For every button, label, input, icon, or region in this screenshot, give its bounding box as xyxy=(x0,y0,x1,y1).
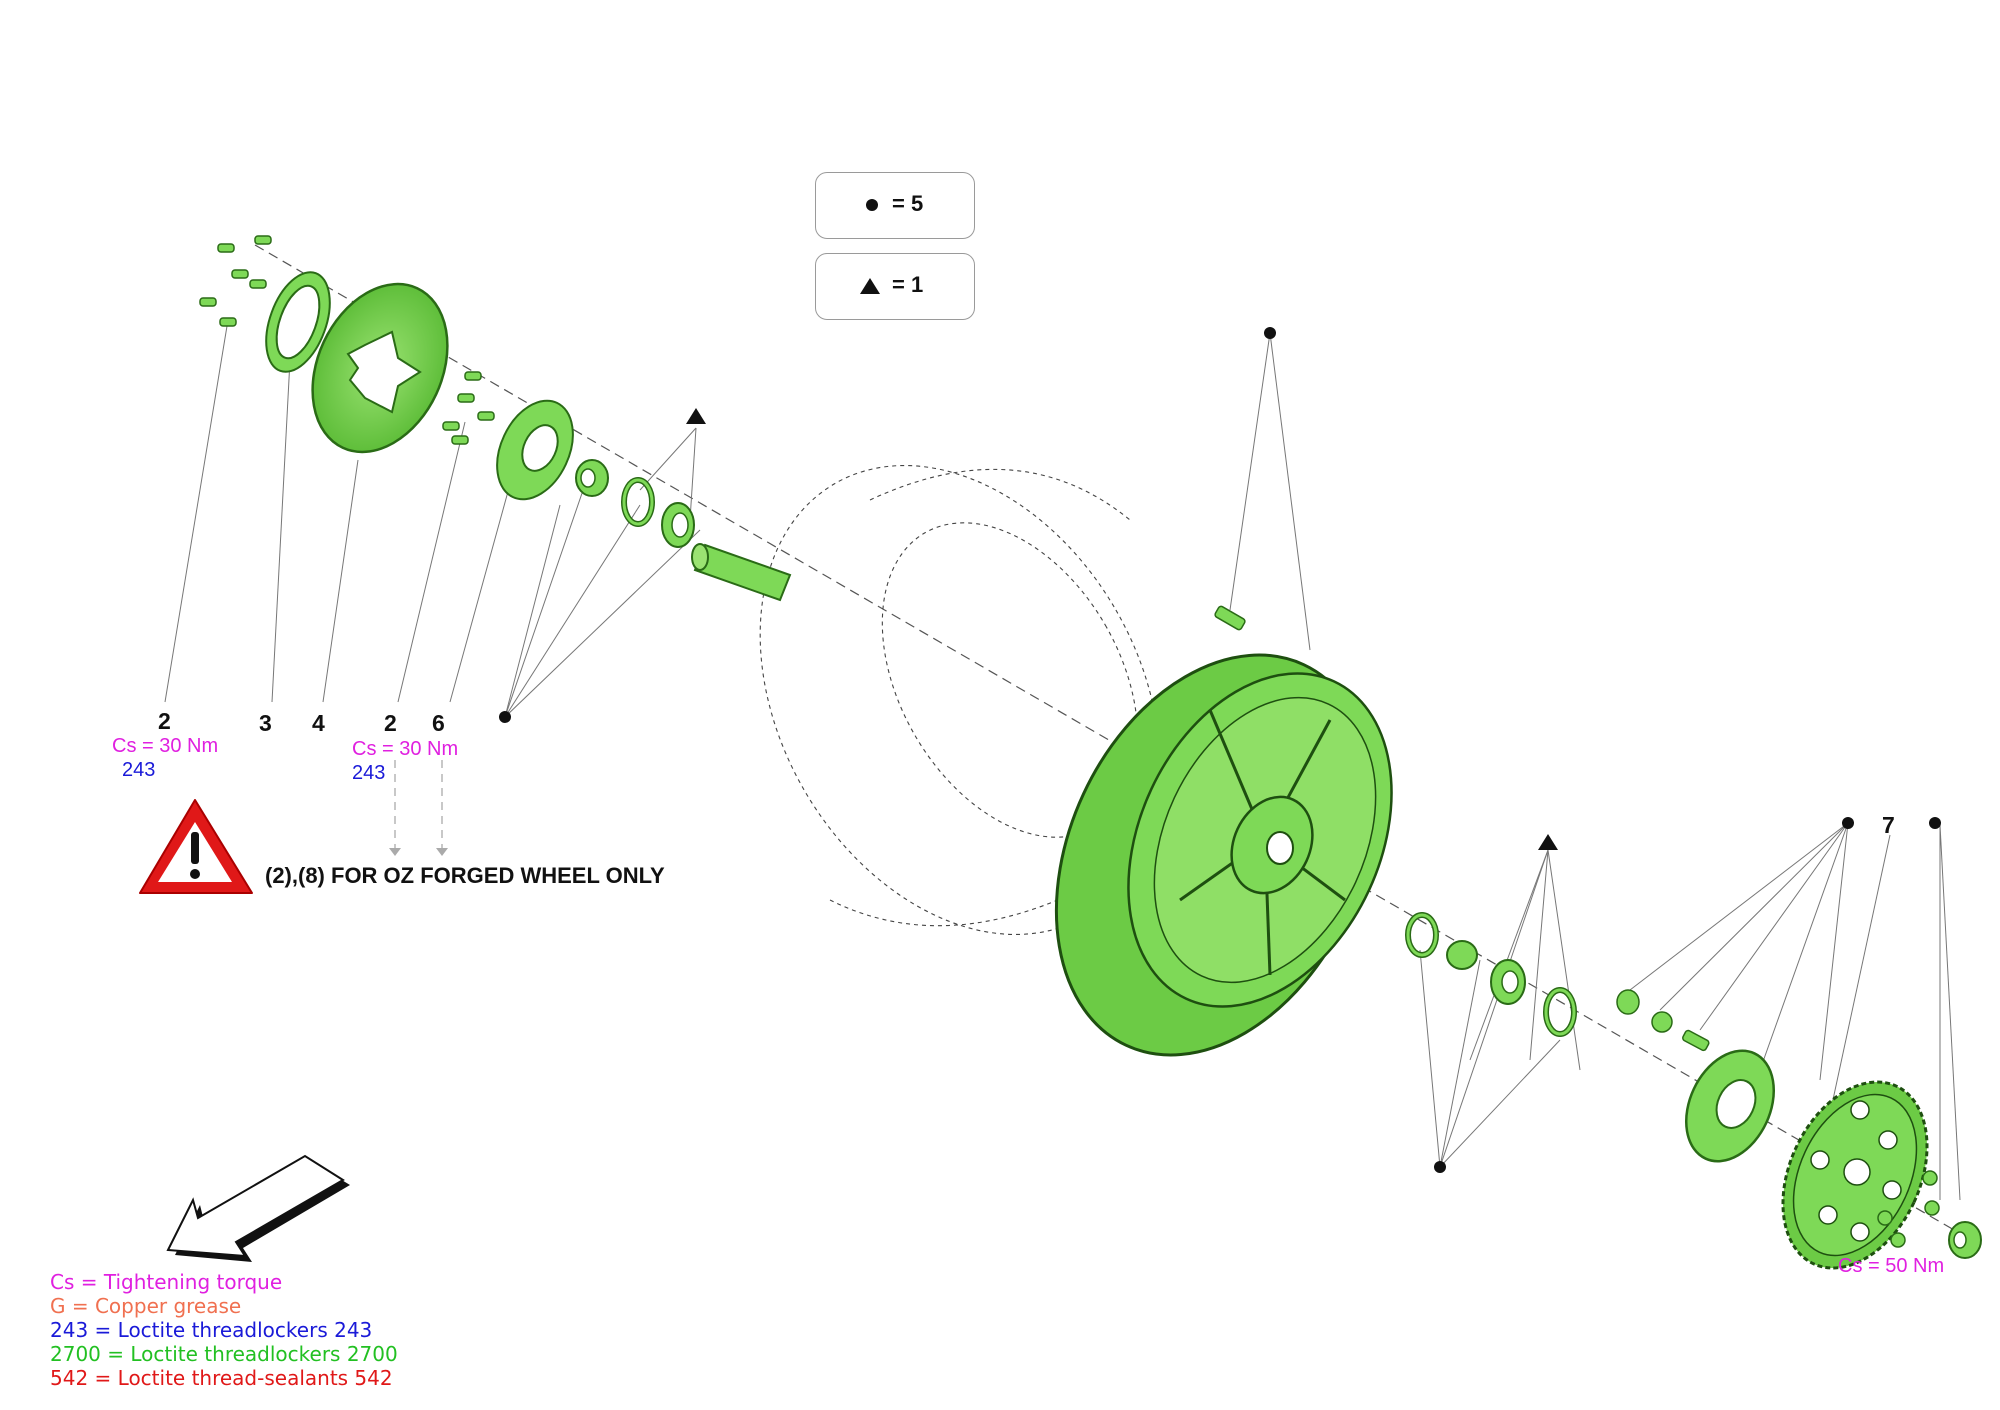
legend-dot-text: = 5 xyxy=(892,191,924,216)
marker-triangles xyxy=(686,408,1558,850)
right-spacer xyxy=(1446,940,1478,970)
key-loctite-243: 243 = Loctite threadlockers 243 xyxy=(50,1318,373,1342)
loctite-label-mid: 243 xyxy=(352,762,386,784)
tyre-valve xyxy=(1214,605,1246,631)
left-bolts xyxy=(199,235,272,327)
triangle-icon xyxy=(860,278,880,294)
reference-arrowheads xyxy=(389,848,448,856)
callout-3: 3 xyxy=(259,710,272,736)
warning-note: (2),(8) FOR OZ FORGED WHEEL ONLY xyxy=(265,863,665,888)
hub-flange xyxy=(496,399,574,501)
sprocket-nuts xyxy=(1877,1170,1940,1248)
brake-disc-carrier xyxy=(265,271,331,373)
key-copper-grease: G = Copper grease xyxy=(50,1294,242,1318)
warning-triangle-icon xyxy=(139,799,253,894)
torque-label-mid: Cs = 30 Nm xyxy=(352,738,459,760)
wheel-nut xyxy=(1948,1221,1982,1259)
callout-7: 7 xyxy=(1882,812,1895,838)
callout-2-mid: 2 xyxy=(384,710,397,736)
torque-label-left: Cs = 30 Nm xyxy=(112,735,219,757)
left-bearing xyxy=(661,502,695,548)
leader-lines xyxy=(164,319,1961,1201)
loctite-label-left: 243 xyxy=(122,759,156,781)
legend-triangle-text: = 1 xyxy=(892,272,924,297)
torque-label-right: Cs = 50 Nm xyxy=(1838,1255,1945,1277)
key-tightening-torque: Cs = Tightening torque xyxy=(50,1270,283,1294)
reference-arrows xyxy=(394,760,443,848)
axle-sleeve xyxy=(691,543,792,602)
marker-dots xyxy=(499,327,1941,1173)
legend-dot-count: = 5 xyxy=(815,172,975,239)
left-seal xyxy=(621,477,655,527)
right-seal-1 xyxy=(1405,912,1439,958)
dot-icon xyxy=(866,199,878,211)
legend-triangle-count: = 1 xyxy=(815,253,975,320)
right-bearing xyxy=(1490,959,1526,1005)
callout-6: 6 xyxy=(432,710,445,736)
brake-disc xyxy=(311,282,449,454)
sprocket-carrier xyxy=(1684,1049,1776,1163)
middle-bolts xyxy=(442,371,495,445)
key-loctite-542: 542 = Loctite thread-sealants 542 xyxy=(50,1366,393,1390)
callout-4: 4 xyxy=(312,710,325,736)
left-spacer xyxy=(575,459,609,497)
direction-arrow-icon xyxy=(166,1154,350,1262)
callout-2-left: 2 xyxy=(158,708,171,734)
key-loctite-2700: 2700 = Loctite threadlockers 2700 xyxy=(50,1342,398,1366)
rear-wheel-rim xyxy=(1054,653,1393,1057)
right-seal-2 xyxy=(1543,987,1577,1037)
small-spacers xyxy=(1616,989,1710,1052)
